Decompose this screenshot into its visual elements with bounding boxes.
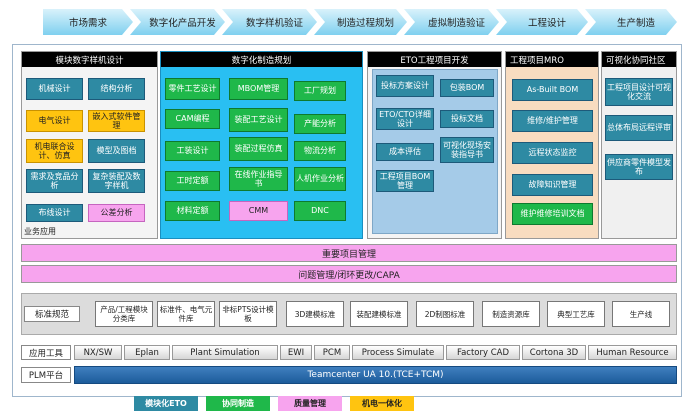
tool-plant-simulation: Plant Simulation bbox=[172, 345, 278, 360]
cell-mechatronics-sim: 机电联合设计、仿真 bbox=[26, 139, 83, 163]
tools-label: 应用工具 bbox=[21, 345, 71, 360]
flow-step-engineering: 工程设计 bbox=[496, 9, 588, 35]
cell-embedded-software: 嵌入式软件管理 bbox=[88, 110, 145, 132]
cell-bid-plan: 投标方案设计 bbox=[376, 75, 434, 97]
cell-cmm: CMM bbox=[229, 201, 288, 221]
std-product-module-lib: 产品/工程模块分类库 bbox=[95, 301, 153, 327]
standards-label: 标准规范 bbox=[24, 306, 80, 322]
std-assembly-modeling: 装配建模标准 bbox=[350, 301, 408, 327]
panel-title: 数字化制造规划 bbox=[161, 52, 362, 67]
flow-step-market: 市场需求 bbox=[43, 9, 133, 35]
cell-requirement-analysis: 需求及竞品分析 bbox=[26, 169, 83, 193]
project-management-bar: 重要项目管理 bbox=[21, 244, 677, 262]
legend-collab-mfg: 协同制造 bbox=[206, 396, 270, 411]
cell-assembly-sim: 装配过程仿真 bbox=[229, 137, 288, 161]
architecture-frame bbox=[12, 44, 682, 397]
std-2d-drawing: 2D制图标准 bbox=[416, 301, 474, 327]
cell-material-quota: 材料定额 bbox=[165, 201, 220, 221]
panel-title: 可视化协同社区 bbox=[602, 52, 676, 67]
cell-plant-planning: 工厂规划 bbox=[294, 81, 346, 101]
tool-cortona-3d: Cortona 3D bbox=[522, 345, 586, 360]
flow-step-prototype: 数字样机验证 bbox=[222, 9, 317, 35]
std-standard-parts-lib: 标准件、电气元件库 bbox=[157, 301, 215, 327]
business-app-label: 业务应用 bbox=[24, 227, 56, 236]
cell-model-documents: 模型及图档 bbox=[88, 139, 145, 163]
cell-tolerance-analysis: 公差分析 bbox=[88, 204, 145, 222]
cell-layout-review: 总体布局远程评审 bbox=[605, 115, 673, 141]
cell-wiring-design: 布线设计 bbox=[26, 204, 83, 222]
cell-as-built-bom: As-Built BOM bbox=[512, 79, 593, 101]
std-mfg-resource-lib: 制造资源库 bbox=[482, 301, 540, 327]
panel-title: ETO工程项目开发 bbox=[368, 52, 501, 67]
std-production-line: 生产线 bbox=[612, 301, 670, 327]
tool-process-simulate: Process Simulate bbox=[352, 345, 444, 360]
cell-part-process: 零件工艺设计 bbox=[165, 78, 220, 100]
tool-ewi: EWI bbox=[280, 345, 312, 360]
cell-eto-cto-design: ETO/CTO详细设计 bbox=[376, 108, 434, 130]
cell-bid-docs: 投标文档 bbox=[440, 110, 494, 128]
legend-quality-mgmt: 质量管理 bbox=[278, 396, 342, 411]
cell-maintenance: 维修/维护管理 bbox=[512, 110, 593, 132]
std-3d-modeling: 3D建模标准 bbox=[286, 301, 344, 327]
cell-structure-analysis: 结构分析 bbox=[88, 78, 145, 100]
panel-title: 工程项目MRO bbox=[506, 52, 598, 67]
cell-package-bom: 包装BOM bbox=[440, 79, 494, 97]
cell-fault-knowledge: 故障知识管理 bbox=[512, 174, 593, 196]
cell-capacity-analysis: 产能分析 bbox=[294, 114, 346, 134]
flow-step-production: 生产制造 bbox=[585, 9, 677, 35]
cell-remote-monitor: 远程状态监控 bbox=[512, 142, 593, 164]
cell-dnc: DNC bbox=[294, 201, 346, 221]
cell-complex-assembly: 复杂装配及数字样机 bbox=[88, 169, 145, 193]
plm-teamcenter-bar: Teamcenter UA 10.(TCE+TCM) bbox=[74, 366, 677, 384]
tool-nx-sw: NX/SW bbox=[74, 345, 122, 360]
cell-assembly-process: 装配工艺设计 bbox=[229, 108, 288, 132]
cell-mechanical-design: 机械设计 bbox=[26, 78, 83, 100]
cell-cam: CAM编程 bbox=[165, 109, 220, 129]
panel-title: 模块数字样机设计 bbox=[22, 52, 157, 67]
cell-labor-quota: 工时定额 bbox=[165, 171, 220, 191]
cell-design-visual-exchange: 工程项目设计可视化交流 bbox=[605, 78, 673, 106]
cell-logistics: 物流分析 bbox=[294, 141, 346, 161]
std-typical-process-lib: 典型工艺库 bbox=[547, 301, 605, 327]
cell-training-docs: 维护维修培训文档 bbox=[512, 203, 593, 225]
std-pts-template: 非标PTS设计模板 bbox=[219, 301, 277, 327]
legend-modular-eto: 模块化ETO bbox=[134, 396, 198, 411]
capa-bar: 问题管理/闭环更改/CAPA bbox=[21, 265, 677, 283]
tool-eplan: Eplan bbox=[124, 345, 170, 360]
flow-step-process-plan: 制造过程规划 bbox=[314, 9, 407, 35]
cell-mbom: MBOM管理 bbox=[229, 78, 288, 100]
plm-label: PLM平台 bbox=[21, 367, 71, 383]
flow-step-virtual-mfg: 虚拟制造验证 bbox=[404, 9, 499, 35]
cell-visual-install-guide: 可视化现场安装指导书 bbox=[440, 137, 494, 163]
tool-human-resource: Human Resource bbox=[588, 345, 677, 360]
tool-factory-cad: Factory CAD bbox=[446, 345, 520, 360]
cell-work-instruction: 在线作业指导书 bbox=[229, 167, 288, 191]
cell-ergonomics: 人机作业分析 bbox=[294, 167, 346, 191]
cell-project-bom: 工程项目BOM管理 bbox=[376, 170, 434, 192]
cell-electrical-design: 电气设计 bbox=[26, 110, 83, 132]
cell-cost-estimate: 成本评估 bbox=[376, 143, 434, 161]
flow-step-product-dev: 数字化产品开发 bbox=[130, 9, 225, 35]
cell-supplier-model: 供应商零件模型发布 bbox=[605, 154, 673, 180]
cell-tooling-design: 工装设计 bbox=[165, 141, 220, 161]
legend-mechatronics: 机电一体化 bbox=[350, 396, 414, 411]
tool-pcm: PCM bbox=[314, 345, 350, 360]
